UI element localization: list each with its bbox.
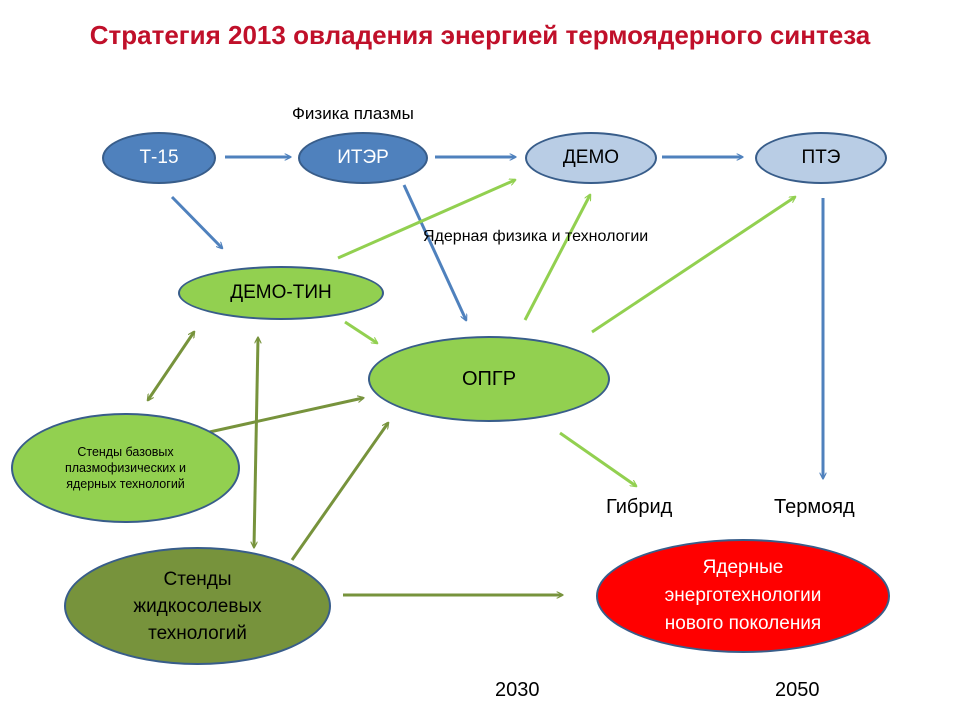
label-thermonuclear: Термояд [774,496,855,518]
arrow-iter-opgr [402,184,466,320]
arrow-stands-basic-demotin [148,332,194,400]
node-stands-basic-label: Стенды базовых плазмофизических и ядерны… [64,445,186,491]
slide-title: Стратегия 2013 овладения энергией термоя… [89,20,871,50]
node-pte-label: ПТЭ [801,147,841,168]
arrow-demotin-demo [337,180,515,260]
node-stands-salt-label: Стенды жидкосолевых технологий [133,568,262,644]
node-opgr: ОПГР [368,336,610,422]
node-iter: ИТЭР [298,132,428,184]
node-nuclear-tech-label: Ядерные энерготехнологии нового поколени… [664,557,822,634]
arrow-opgr-hybrid [559,431,636,486]
arrow-t15-demotin [170,195,222,248]
label-year-2030: 2030 [495,679,540,701]
arrow-opgr-demo [523,195,592,321]
node-demo-label: ДЕМО [562,147,620,168]
node-demo: ДЕМО [525,132,657,184]
arrow-demotin-opgr [344,320,377,343]
node-stands-salt: Стенды жидкосолевых технологий [64,547,331,665]
label-year-2050: 2050 [775,679,820,701]
node-t15-label: Т-15 [139,147,179,168]
node-pte: ПТЭ [755,132,887,184]
node-t15: Т-15 [102,132,216,184]
arrow-opgr-pte [591,197,795,334]
label-nuclear-physics: Ядерная физика и технологии [423,228,649,245]
node-demo-tin-label: ДЕМО-ТИН [230,282,332,303]
label-physics-plasma: Физика плазмы [292,104,414,123]
node-demo-tin: ДЕМО-ТИН [178,266,384,320]
label-hybrid: Гибрид [606,496,673,518]
arrow-demotin-stands-salt [254,338,258,547]
node-nuclear-tech: Ядерные энерготехнологии нового поколени… [596,539,890,653]
node-stands-basic: Стенды базовых плазмофизических и ядерны… [11,413,240,523]
node-opgr-label: ОПГР [461,367,517,390]
node-iter-label: ИТЭР [337,147,389,168]
arrow-stands-basic-opgr [204,398,363,435]
arrow-stands-salt-opgr [290,423,388,561]
